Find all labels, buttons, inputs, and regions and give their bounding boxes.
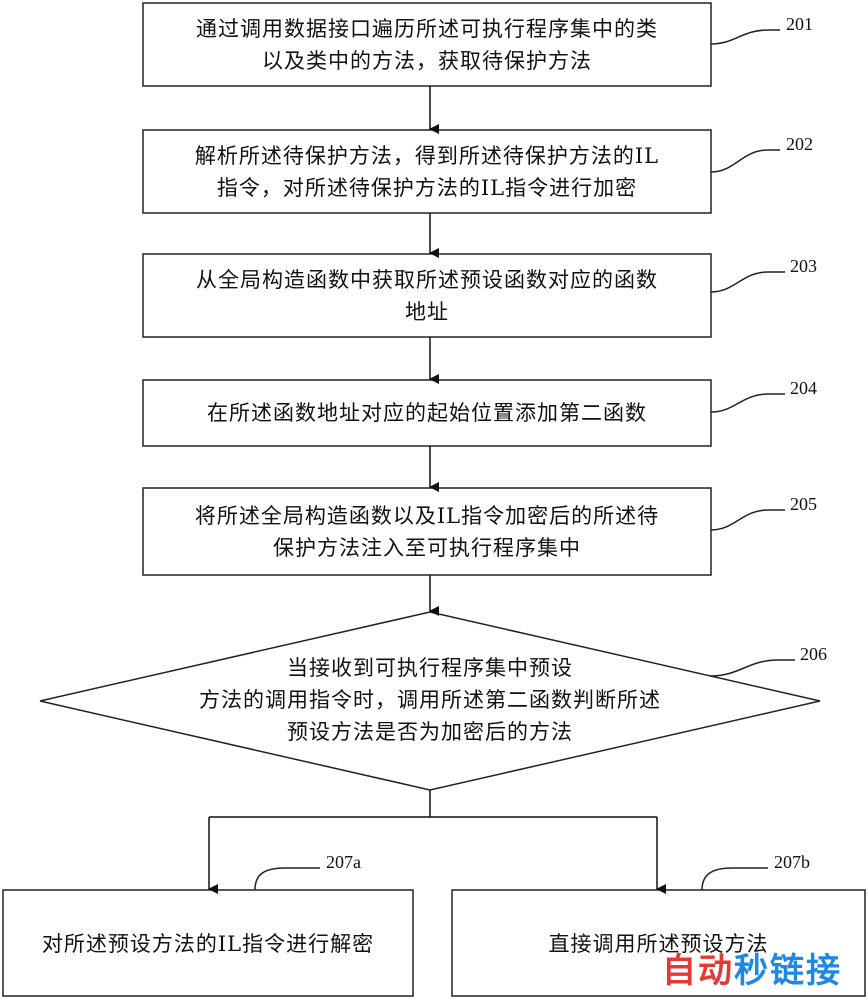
step-203-line2: 地址 [405,300,449,324]
step-text-201: 通过调用数据接口遍历所述可执行程序集中的类 以及类中的方法，获取待保护方法 [150,13,704,77]
step-202-line1: 解析所述待保护方法，得到所述待保护方法的IL [194,144,660,168]
decision-text-206: 当接收到可执行程序集中预设 方法的调用指令时，调用所述第二函数判断所述 预设方法… [120,652,740,748]
ref-leader-203 [710,271,785,293]
ref-label-206: 206 [800,644,827,664]
step-box-204 [142,379,712,447]
outcome-text-207a: 对所述预设方法的IL指令进行解密 [41,932,375,956]
ref-label-204: 204 [790,378,817,398]
step-box-202 [142,129,712,214]
step-box-205 [142,487,712,576]
watermark-part-blue: 秒链接 [734,951,842,991]
decision-206-line3: 预设方法是否为加密后的方法 [287,720,573,744]
step-text-203: 从全局构造函数中获取所述预设函数对应的函数 地址 [150,264,704,328]
ref-leader-204 [710,393,785,413]
decision-206-line2: 方法的调用指令时，调用所述第二函数判断所述 [199,688,661,712]
ref-label-202: 202 [786,134,813,154]
outcome-text-207b: 直接调用所述预设方法 [548,932,769,956]
ref-label-207b: 207b [774,852,810,872]
watermark-part-red: 自动 [662,951,734,991]
step-203-line1: 从全局构造函数中获取所述预设函数对应的函数 [196,268,658,292]
step-text-204: 在所述函数地址对应的起始位置添加第二函数 [150,397,704,429]
step-box-203 [142,253,712,338]
outcome-box-207b [451,889,866,997]
step-205-line1: 将所述全局构造函数以及IL指令加密后的所述待 [194,504,660,528]
step-text-202: 解析所述待保护方法，得到所述待保护方法的IL 指令，对所述待保护方法的IL指令进… [150,140,704,204]
ref-label-207a: 207a [326,852,361,872]
ref-leader-206 [709,659,795,677]
ref-label-203: 203 [790,256,817,276]
step-204-line1: 在所述函数地址对应的起始位置添加第二函数 [207,401,647,425]
step-box-201 [142,2,712,87]
ref-leader-202 [710,149,780,173]
step-202-line2: 指令，对所述待保护方法的IL指令进行加密 [216,176,638,200]
ref-label-201: 201 [786,14,813,34]
step-text-205: 将所述全局构造函数以及IL指令加密后的所述待 保护方法注入至可执行程序集中 [150,500,704,564]
ref-leader-207a [254,867,320,891]
ref-label-205: 205 [790,494,817,514]
ref-leader-207b [701,867,768,891]
step-201-line2: 以及类中的方法，获取待保护方法 [262,49,592,73]
outcome-box-207a [2,889,414,997]
step-201-line1: 通过调用数据接口遍历所述可执行程序集中的类 [196,17,658,41]
decision-206-line1: 当接收到可执行程序集中预设 [287,656,573,680]
ref-leader-205 [710,509,785,531]
step-205-line2: 保护方法注入至可执行程序集中 [273,536,581,560]
ref-leader-201 [710,29,780,45]
watermark-logo: 自动秒链接 [662,943,842,992]
